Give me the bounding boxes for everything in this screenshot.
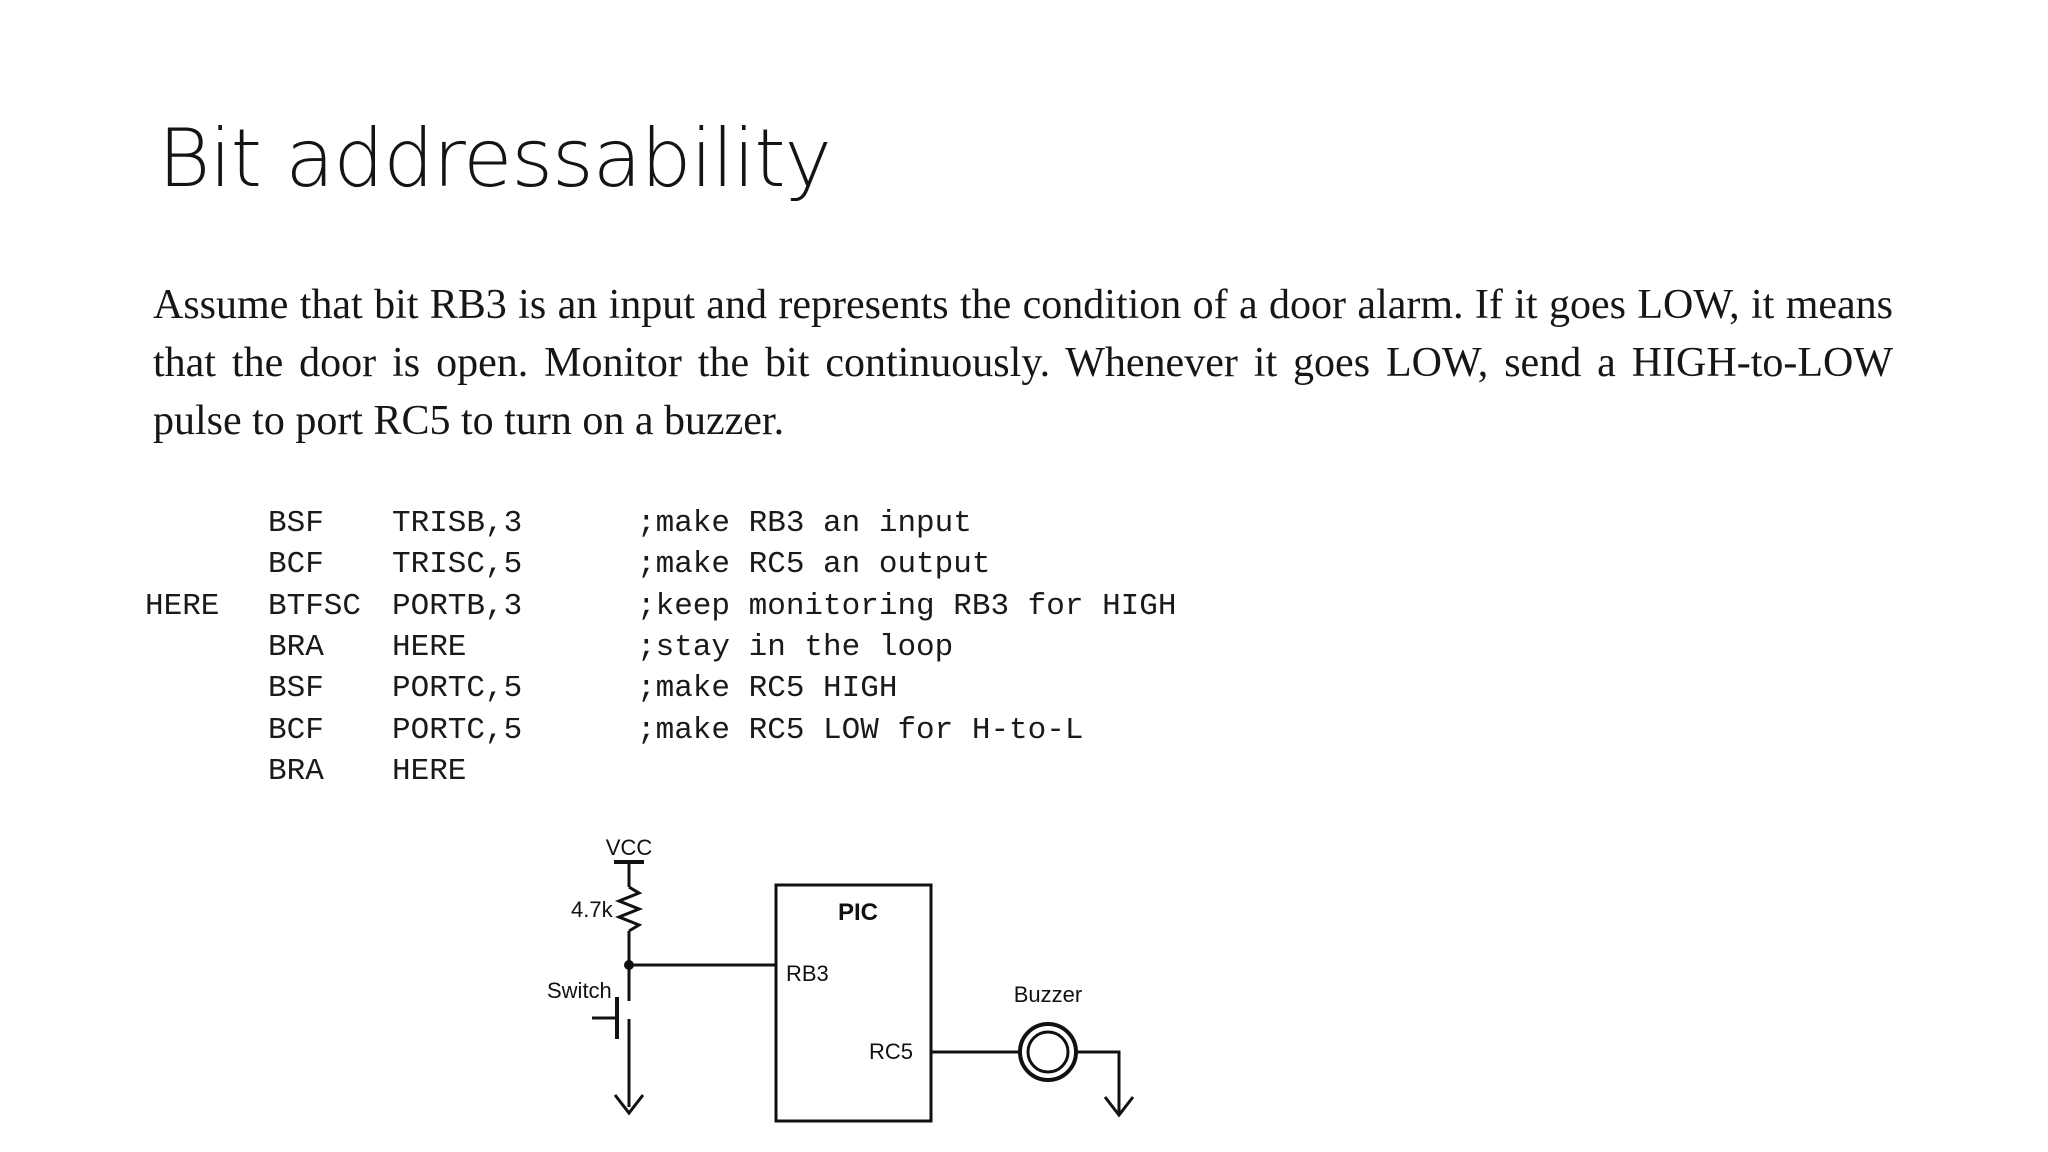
code-opcode: BTFSC [268, 589, 362, 624]
code-operand: HERE [392, 630, 467, 665]
code-opcode: BSF [268, 671, 324, 706]
code-operand: TRISB,3 [392, 506, 523, 541]
code-line: BSF PORTC,5 ;make RC5 HIGH [0, 671, 1300, 707]
code-line: BRA HERE [0, 754, 1300, 790]
resistor-symbol [614, 885, 644, 933]
code-operand: TRISC,5 [392, 547, 523, 582]
code-comment: ;make RC5 HIGH [637, 671, 898, 706]
circuit-schematic: VCC 4.7k Switch PIC RB3 RC5 Buzzer [547, 835, 1135, 1123]
buzzer-inner [1026, 1030, 1070, 1074]
code-opcode: BCF [268, 547, 324, 582]
code-line: BSF TRISB,3 ;make RB3 an input [0, 506, 1300, 542]
code-operand: PORTC,5 [392, 713, 523, 748]
slide-title: Bit addressability [158, 112, 832, 205]
code-line: BCF TRISC,5 ;make RC5 an output [0, 547, 1300, 583]
code-comment: ;make RC5 LOW for H-to-L [637, 713, 1084, 748]
code-label: HERE [145, 589, 220, 624]
problem-statement: Assume that bit RB3 is an input and repr… [153, 282, 1893, 444]
code-line: BCF PORTC,5 ;make RC5 LOW for H-to-L [0, 713, 1300, 749]
vcc-label: VCC [606, 835, 653, 860]
pic-label: PIC [838, 899, 878, 926]
buzzer-label: Buzzer [1014, 982, 1082, 1007]
code-opcode: BCF [268, 713, 324, 748]
resistor-label: 4.7k [571, 897, 614, 922]
buzzer-ground-wire [1076, 1050, 1121, 1113]
rc5-pin-label: RC5 [869, 1039, 913, 1064]
code-comment: ;stay in the loop [637, 630, 954, 665]
code-comment: ;keep monitoring RB3 for HIGH [637, 589, 1177, 624]
code-comment: ;make RB3 an input [637, 506, 972, 541]
code-opcode: BSF [268, 506, 324, 541]
code-comment: ;make RC5 an output [637, 547, 991, 582]
pic-chip-box [774, 883, 933, 1123]
ground-arrow-buzzer [1103, 1096, 1135, 1118]
code-opcode: BRA [268, 630, 324, 665]
code-operand: PORTB,3 [392, 589, 523, 624]
code-line: BRA HERE ;stay in the loop [0, 630, 1300, 666]
code-line: HERE BTFSC PORTB,3 ;keep monitoring RB3 for… [0, 589, 1300, 625]
code-opcode: BRA [268, 754, 324, 789]
code-operand: HERE [392, 754, 467, 789]
ground-arrow-switch [613, 1094, 645, 1116]
rb3-pin-label: RB3 [786, 961, 829, 986]
switch-label: Switch [547, 978, 612, 1003]
code-operand: PORTC,5 [392, 671, 523, 706]
